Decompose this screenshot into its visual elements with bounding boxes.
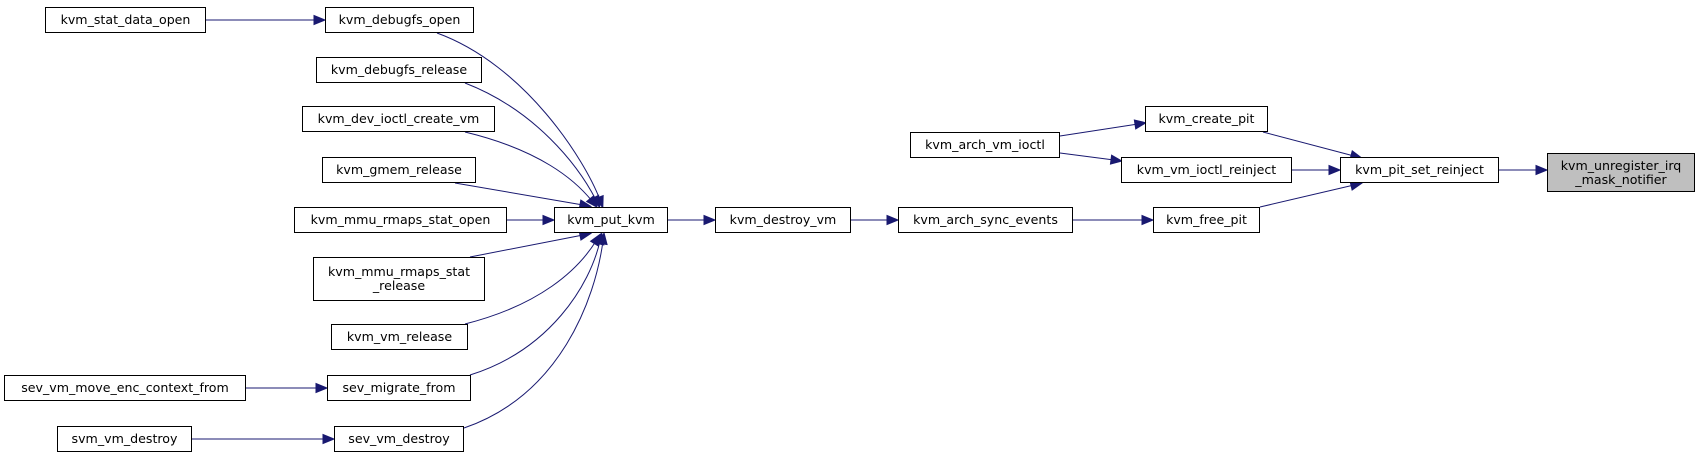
node-kvm-debugfs-release[interactable]: kvm_debugfs_release [316,57,482,83]
node-kvm-unregister-irq-mask-notifier: kvm_unregister_irq _mask_notifier [1547,153,1695,192]
edge-arrowhead [1535,164,1549,176]
edge-sev_vm_destroy-to-kvm_put_kvm [463,240,604,429]
node-kvm-create-pit[interactable]: kvm_create_pit [1145,106,1268,132]
node-sev-migrate-from[interactable]: sev_migrate_from [327,375,471,401]
node-kvm-put-kvm[interactable]: kvm_put_kvm [554,207,668,233]
edge-arrowhead [313,14,327,26]
node-kvm-debugfs-open[interactable]: kvm_debugfs_open [325,7,474,33]
edge-kvm_mmu_rmaps_stat_release-to-kvm_put_kvm [469,234,584,258]
edge-arrowhead [1133,119,1148,130]
edge-sev_migrate_from-to-kvm_put_kvm [469,240,601,376]
node-kvm-stat-data-open[interactable]: kvm_stat_data_open [45,7,206,33]
edge-arrowhead [315,382,329,394]
edge-arrowhead [585,194,598,209]
edge-arrowhead [886,214,900,226]
edge-kvm_arch_vm_ioctl-to-kvm_create_pit [1059,123,1139,137]
node-sev-vm-move-enc-context-from[interactable]: sev_vm_move_enc_context_from [4,375,246,401]
edge-arrowhead [1141,214,1155,226]
node-svm-vm-destroy[interactable]: svm_vm_destroy [57,426,192,452]
node-kvm-vm-release[interactable]: kvm_vm_release [331,324,468,350]
edge-arrowhead [542,214,556,226]
edges [192,14,1549,445]
node-kvm-mmu-rmaps-stat-release[interactable]: kvm_mmu_rmaps_stat _release [313,257,485,301]
node-kvm-pit-set-reinject[interactable]: kvm_pit_set_reinject [1340,157,1499,183]
edge-kvm_create_pit-to-kvm_pit_set_reinject [1262,131,1355,157]
node-kvm-gmem-release[interactable]: kvm_gmem_release [322,157,476,183]
node-sev-vm-destroy[interactable]: sev_vm_destroy [334,426,464,452]
node-kvm-destroy-vm[interactable]: kvm_destroy_vm [715,207,851,233]
edge-arrowhead [1109,154,1124,165]
node-kvm-arch-sync-events[interactable]: kvm_arch_sync_events [898,207,1073,233]
edge-kvm_dev_ioctl_create_vm-to-kvm_put_kvm [464,131,593,202]
edge-kvm_debugfs_release-to-kvm_put_kvm [464,82,597,201]
node-kvm-free-pit[interactable]: kvm_free_pit [1153,207,1260,233]
edge-arrowhead [597,231,608,246]
edge-kvm_debugfs_open-to-kvm_put_kvm [436,32,601,201]
node-kvm-arch-vm-ioctl[interactable]: kvm_arch_vm_ioctl [910,132,1060,158]
node-kvm-dev-ioctl-create-vm[interactable]: kvm_dev_ioctl_create_vm [302,106,495,132]
edge-kvm_gmem_release-to-kvm_put_kvm [454,182,584,206]
node-kvm-mmu-rmaps-stat-open[interactable]: kvm_mmu_rmaps_stat_open [294,207,507,233]
edge-arrowhead [1328,164,1342,176]
edge-kvm_free_pit-to-kvm_pit_set_reinject [1259,184,1355,208]
edge-kvm_vm_release-to-kvm_put_kvm [464,240,597,325]
edge-arrowhead [703,214,717,226]
edge-kvm_arch_vm_ioctl-to-kvm_vm_ioctl_reinject [1059,152,1115,161]
node-kvm-vm-ioctl-reinject[interactable]: kvm_vm_ioctl_reinject [1121,157,1292,183]
edge-arrowhead [322,433,336,445]
